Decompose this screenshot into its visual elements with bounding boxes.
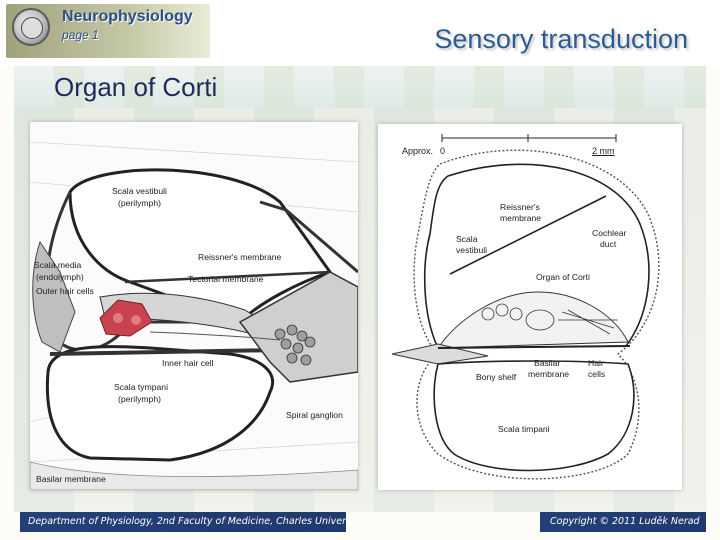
label-perilymph: (perilymph) [118, 198, 161, 208]
label-two-mm: 2 mm [592, 146, 615, 156]
label-basilar-membrane: Basilar membrane [36, 474, 106, 484]
label-spiral-ganglion: Spiral ganglion [286, 410, 343, 420]
label-scala: Scala [456, 234, 478, 244]
course-title: Neurophysiology [62, 8, 193, 25]
label-reissners: Reissner's [500, 202, 540, 212]
label-reissners-membrane: Reissner's membrane [198, 252, 282, 262]
label-bony-shelf: Bony shelf [476, 372, 517, 382]
label-endolymph: (endolymph) [36, 272, 84, 282]
label-vestibuli: vestibuli [456, 245, 488, 255]
label-scala-vestibuli: Scala vestibuli [112, 186, 167, 196]
subtitle-band: Organ of Corti [14, 66, 706, 108]
label-reissners-membrane-word: membrane [500, 213, 542, 223]
university-seal-icon [12, 8, 50, 46]
label-basilar: Basilar [534, 358, 561, 368]
label-cochlear: Cochlear [592, 228, 627, 238]
label-approx: Approx. [402, 146, 434, 156]
label-scala-tympani: Scala tympani [114, 382, 168, 392]
cochlea-schematic [378, 124, 682, 490]
label-scala-timpani: Scala timpani [498, 424, 550, 434]
label-basilar-membrane-word: membrane [528, 369, 570, 379]
footer-department: Department of Physiology, 2nd Faculty of… [20, 512, 363, 532]
label-organ-of-corti: Organ of Corti [536, 272, 590, 282]
label-cells: cells [588, 369, 606, 379]
cochlea-cross-section-figure: Scala vestibuli (perilymph) Reissner's m… [29, 122, 359, 491]
footer-copyright: Copyright © 2011 Luděk Nerad [540, 512, 706, 532]
cochlea-illustration [29, 122, 359, 491]
header: Neurophysiology page 1 Sensory transduct… [0, 0, 720, 66]
label-inner-hair-cell: Inner hair cell [162, 358, 214, 368]
page-label: page 1 [62, 28, 99, 42]
slide-title: Sensory transduction [434, 24, 688, 54]
label-tectorial-membrane: Tectorial membrane [188, 274, 264, 284]
cochlea-schematic-figure: Approx. 0 2 mm Reissner's membrane Scala… [378, 124, 682, 490]
label-hair: Hair [588, 358, 604, 368]
slide-subtitle: Organ of Corti [54, 72, 218, 102]
label-scala-media: Scala media [34, 260, 82, 270]
label-duct: duct [600, 239, 617, 249]
label-perilymph-2: (perilymph) [118, 394, 161, 404]
label-outer-hair-cells: Outer hair cells [36, 286, 94, 296]
label-zero: 0 [440, 146, 446, 156]
